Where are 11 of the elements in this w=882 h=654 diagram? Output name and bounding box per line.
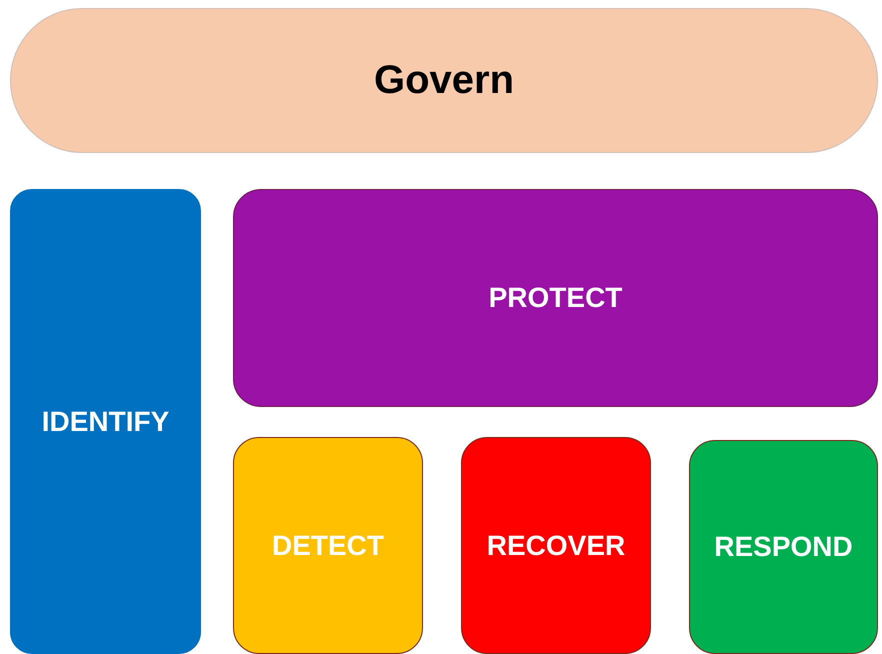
category-panel xyxy=(461,437,651,654)
category-label: PROTECT xyxy=(488,282,622,314)
category-panel xyxy=(689,440,878,654)
category-panel xyxy=(233,189,878,407)
category-panel xyxy=(233,437,423,654)
category-label: RESPOND xyxy=(714,531,853,563)
category-panel xyxy=(10,189,201,654)
category-label: DETECT xyxy=(272,530,384,562)
category-label: RECOVER xyxy=(486,530,626,562)
banner-title: Govern xyxy=(374,58,514,103)
category-label: IDENTIFY xyxy=(42,406,170,438)
